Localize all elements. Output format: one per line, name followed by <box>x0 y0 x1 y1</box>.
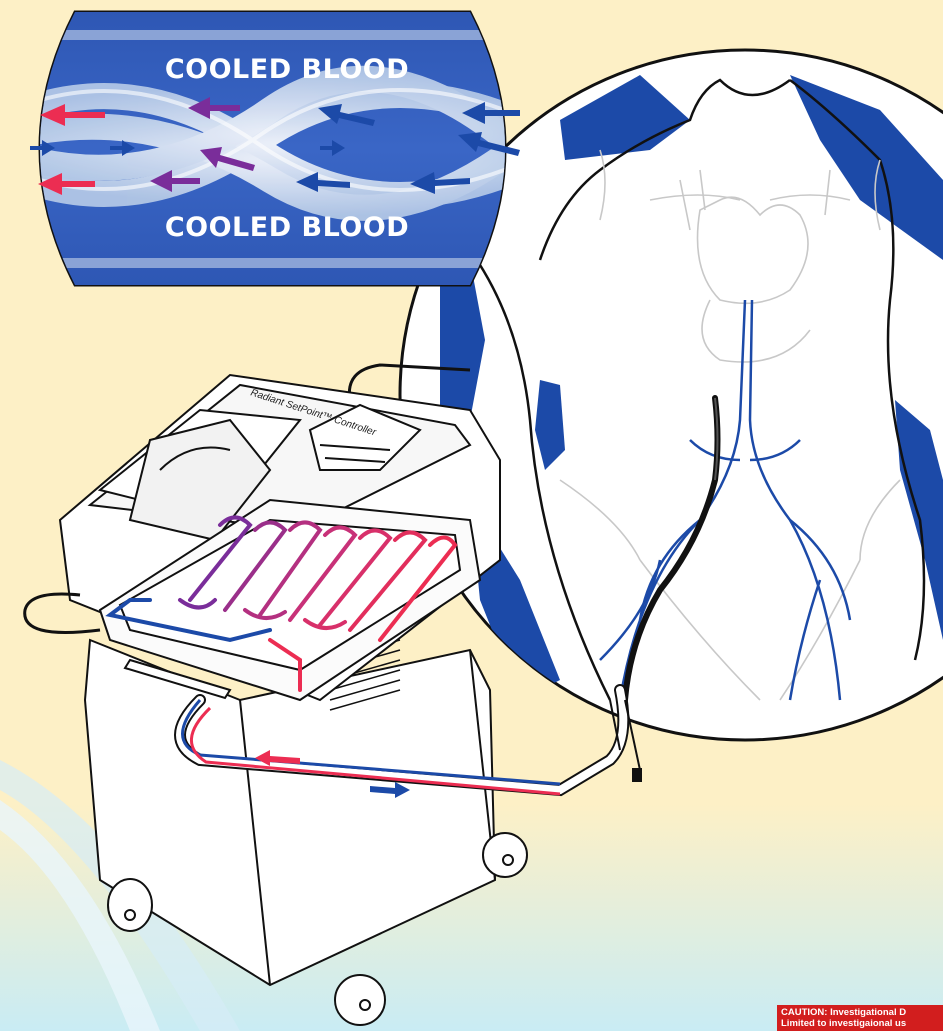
cart-wheel <box>335 975 385 1025</box>
caution-line-2: Limited to investigaional us <box>781 1018 943 1029</box>
cart-wheel <box>108 879 152 931</box>
cooled-blood-label-bottom: COOLED BLOOD <box>165 212 409 243</box>
catheter-connector <box>632 768 642 782</box>
heat-exchange-inset: COOLED BLOOD COOLED BLOOD <box>0 12 560 285</box>
caution-label: CAUTION: Investigational D Limited to in… <box>777 1005 943 1031</box>
cooled-blood-label-top: COOLED BLOOD <box>165 54 409 85</box>
caution-line-1: CAUTION: Investigational D <box>781 1007 943 1018</box>
cart-wheel <box>483 833 527 877</box>
